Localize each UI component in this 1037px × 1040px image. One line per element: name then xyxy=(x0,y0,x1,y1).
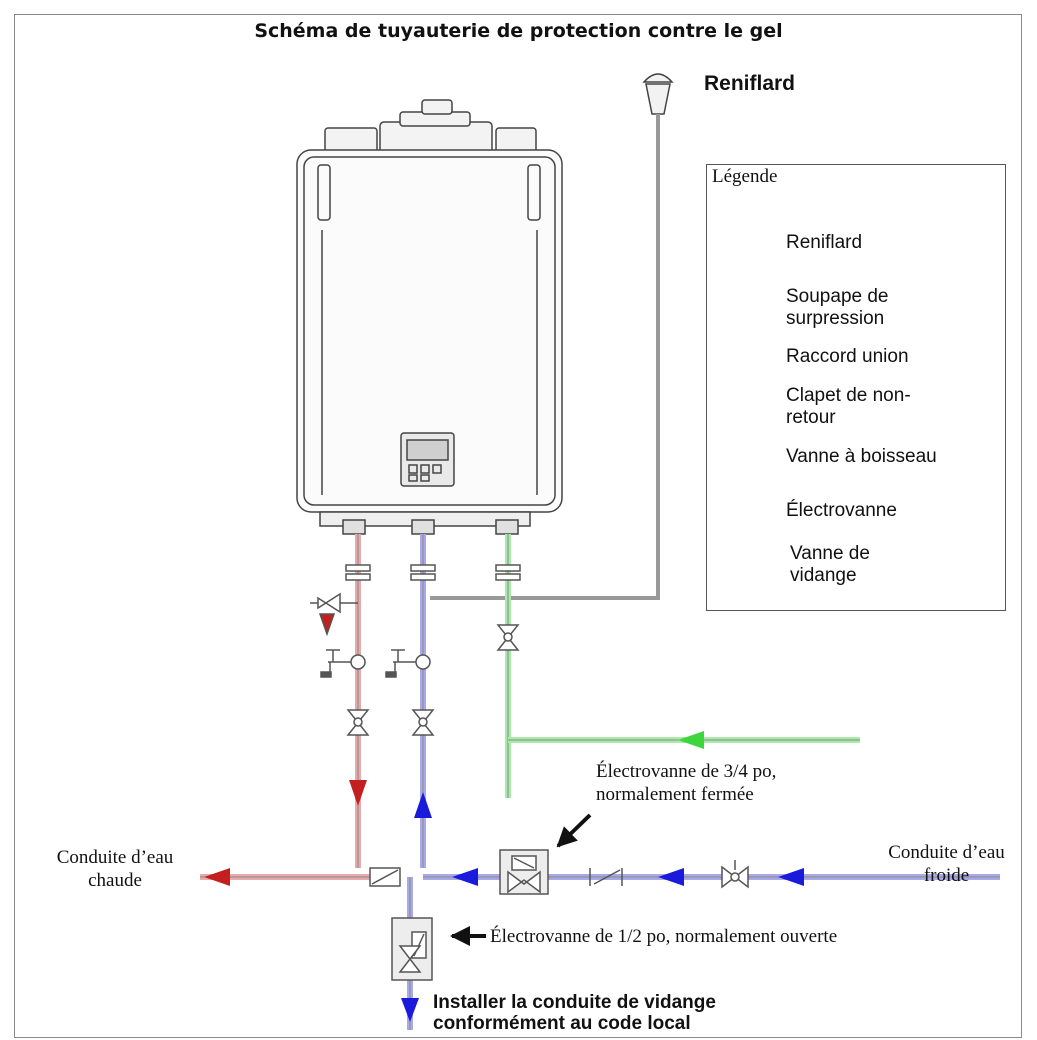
union-fitting-icon xyxy=(410,564,436,581)
hot-line-label: Conduite d’eau chaude xyxy=(56,847,174,891)
legend-label-ball-valve: Vanne à boisseau xyxy=(786,446,937,467)
check-valve-icon xyxy=(369,867,401,887)
union-fitting-icon xyxy=(495,564,521,581)
drain-flow-arrow xyxy=(401,998,419,1022)
ball-valve-icon xyxy=(411,709,435,736)
callout-arrow-34 xyxy=(556,813,592,848)
legend-label-check-valve: Clapet de non-retour xyxy=(786,385,911,428)
legend-box xyxy=(706,164,1006,611)
solenoid-valve-icon xyxy=(499,849,549,895)
ball-valve-icon xyxy=(346,709,370,736)
pressure-relief-valve-icon xyxy=(310,592,358,637)
check-valve-icon xyxy=(589,868,623,886)
drain-valve-icon xyxy=(320,649,366,678)
legend-label-solenoid: Électrovanne xyxy=(786,500,897,521)
recirc-flow-arrow xyxy=(678,731,704,749)
drain-valve-icon xyxy=(385,649,431,678)
legend-title: Légende xyxy=(712,166,778,187)
legend-label-pressure-relief: Soupape de surpression xyxy=(786,286,889,329)
cold-flow-arrow-up xyxy=(414,792,432,818)
legend-label-drain-valve: Vanne de vidange xyxy=(790,543,870,586)
vent-cap-icon xyxy=(642,73,674,115)
ball-valve-icon xyxy=(721,860,749,889)
hot-flow-arrow xyxy=(349,780,367,806)
ball-valve-icon xyxy=(496,624,520,651)
cold-flow-arrow xyxy=(658,868,684,886)
callout-label-34-valve: Électrovanne de 3/4 po, normalement ferm… xyxy=(596,761,777,805)
legend-label-union: Raccord union xyxy=(786,346,909,367)
water-heater-unit xyxy=(296,99,563,535)
callout-label-12-valve: Électrovanne de 1/2 po, normalement ouve… xyxy=(490,926,838,947)
hot-water-riser xyxy=(200,534,375,880)
drain-line-label: Installer la conduite de vidange conform… xyxy=(433,992,716,1034)
solenoid-valve-icon xyxy=(391,917,433,981)
hot-flow-arrow xyxy=(204,868,230,886)
cold-flow-arrow xyxy=(452,868,478,886)
union-fitting-icon xyxy=(345,564,371,581)
vent-cap-label: Reniflard xyxy=(704,72,796,95)
legend-label-vent-cap: Reniflard xyxy=(786,232,863,253)
cold-flow-arrow xyxy=(778,868,804,886)
cold-line-label: Conduite d’eau froide xyxy=(888,842,1005,886)
diagram-title: Schéma de tuyauterie de protection contr… xyxy=(254,20,783,42)
diagram-frame xyxy=(14,14,1022,1038)
